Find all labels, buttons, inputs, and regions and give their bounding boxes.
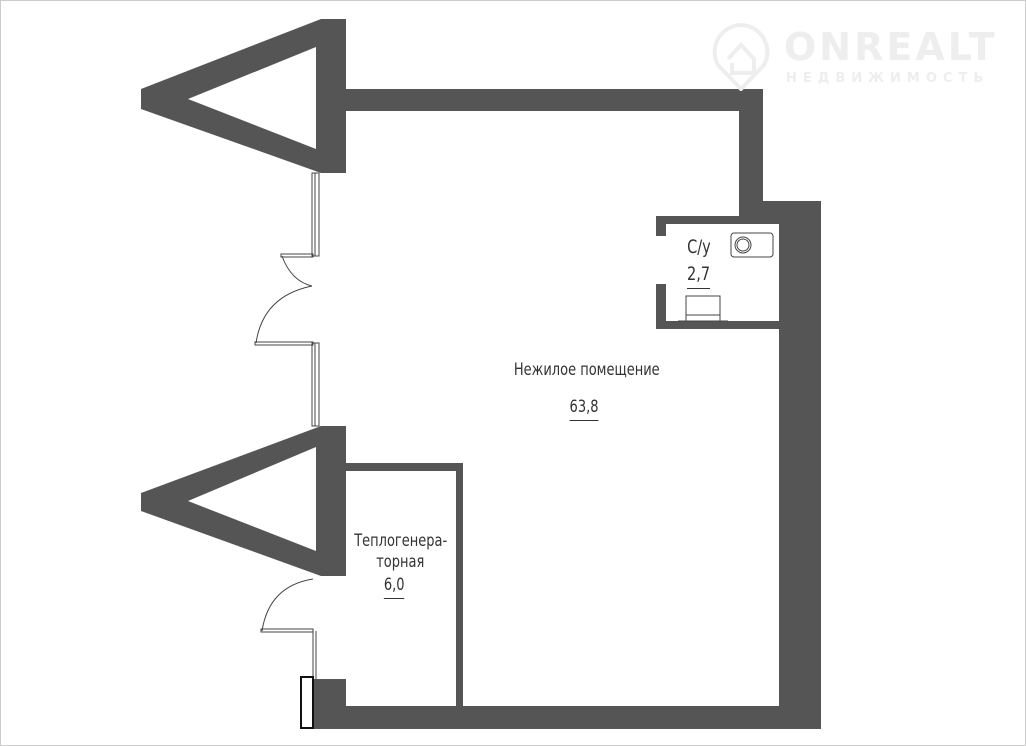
door-swing-arc (261, 578, 314, 632)
bathroom-left-wall-top (656, 216, 666, 236)
door-leaf (260, 628, 314, 633)
bottom-corner-block (313, 679, 346, 709)
boiler-room-right-wall (456, 463, 463, 706)
top-right-wall (739, 89, 763, 216)
toilet (685, 295, 721, 322)
door-leaf (254, 341, 314, 346)
right-wall (779, 201, 821, 729)
bathroom-area: 2,7 (687, 263, 711, 289)
top-wall (346, 89, 763, 111)
lower-triangle-wall (141, 426, 346, 576)
walls (141, 19, 821, 729)
boiler-room-top-wall (346, 463, 463, 471)
sink (730, 232, 774, 258)
door-leaf (280, 253, 314, 258)
exterior-door (300, 676, 314, 729)
boiler-room-name-line2: торная (376, 552, 425, 572)
bottom-wall (313, 706, 821, 729)
watermark-subtitle: НЕДВИЖИМОСТЬ (786, 71, 990, 86)
boiler-room-area: 6,0 (383, 575, 405, 599)
openings (254, 172, 774, 729)
bathroom-top-wall (656, 216, 779, 224)
bathroom-left-wall-bottom (656, 284, 666, 329)
door-swing-arc (255, 285, 313, 344)
watermark-brand: ONREALT (784, 25, 998, 69)
boiler-room-name-line1: Теплогенера- (354, 531, 448, 551)
main-room-name: Нежилое помещение (513, 360, 660, 380)
bathroom-bottom-wall (656, 321, 779, 329)
bathroom-name: С/у (687, 236, 711, 258)
house-pin-icon (712, 22, 770, 91)
main-room-area: 63,8 (569, 397, 599, 421)
door-swing-arc (281, 255, 313, 287)
upper-triangle-wall (141, 19, 346, 173)
